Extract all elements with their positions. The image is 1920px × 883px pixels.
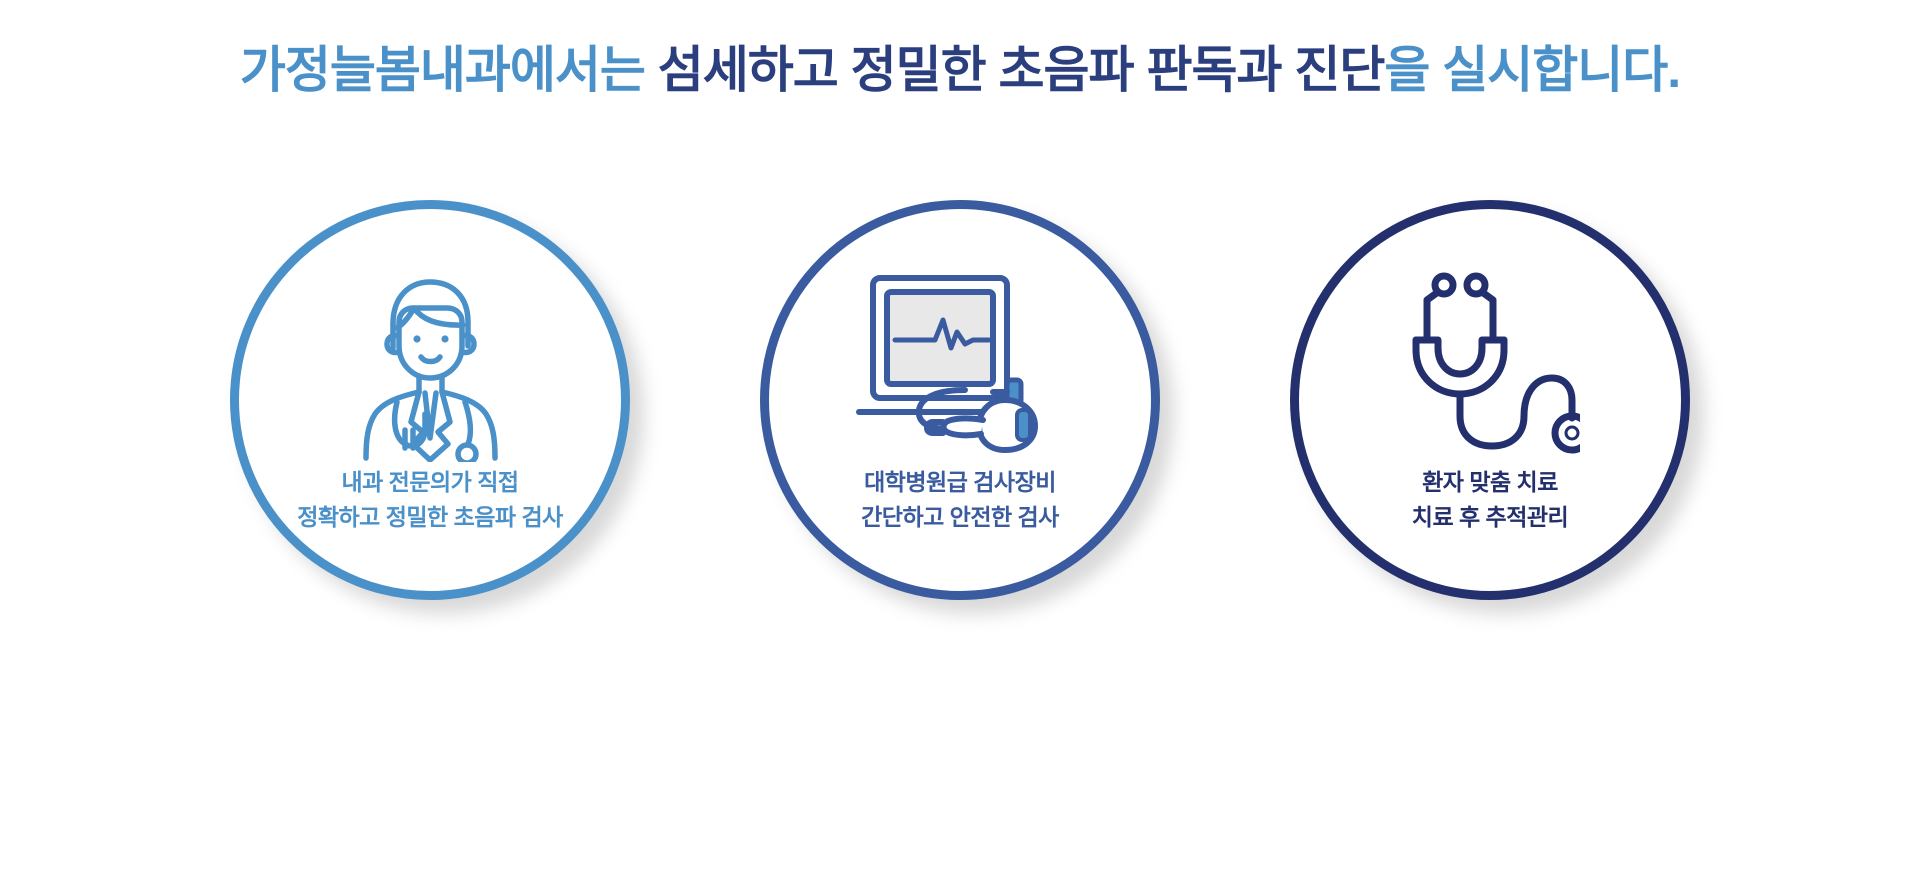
feature-card-list: 내과 전문의가 직접 정확하고 정밀한 초음파 검사 (0, 200, 1920, 620)
title-segment-suffix: 을 실시합니다. (1384, 42, 1681, 98)
caption-line-1: 환자 맞춤 치료 (1422, 469, 1558, 495)
caption-line-1: 대학병원급 검사장비 (864, 469, 1056, 495)
page-title: 가정늘봄내과에서는 섬세하고 정밀한 초음파 판독과 진단을 실시합니다. (0, 40, 1920, 100)
ultrasound-machine-icon-svg (856, 274, 1038, 453)
ultrasound-machine-icon (760, 262, 1160, 462)
feature-card-equipment[interactable]: 대학병원급 검사장비 간단하고 안전한 검사 (760, 200, 1174, 614)
title-segment-emphasis: 섬세하고 정밀한 초음파 판독과 진단 (657, 42, 1386, 98)
card-caption: 내과 전문의가 직접 정확하고 정밀한 초음파 검사 (230, 465, 630, 534)
stethoscope-icon-svg (1412, 272, 1580, 453)
caption-line-1: 내과 전문의가 직접 (341, 469, 519, 495)
card-caption: 환자 맞춤 치료 치료 후 추적관리 (1290, 465, 1690, 534)
caption-line-2: 간단하고 안전한 검사 (861, 503, 1059, 530)
card-ring (1290, 200, 1690, 600)
caption-line-2: 정확하고 정밀한 초음파 검사 (297, 503, 563, 530)
doctor-icon (230, 262, 630, 462)
feature-card-followup[interactable]: 환자 맞춤 치료 치료 후 추적관리 (1290, 200, 1704, 614)
caption-line-2: 치료 후 추적관리 (1411, 503, 1569, 530)
card-caption: 대학병원급 검사장비 간단하고 안전한 검사 (760, 465, 1160, 534)
stethoscope-icon (1290, 262, 1690, 462)
title-segment-clinic-name: 가정늘봄내과에서는 (239, 42, 658, 98)
feature-card-doctor[interactable]: 내과 전문의가 직접 정확하고 정밀한 초음파 검사 (230, 200, 644, 614)
card-ring (230, 200, 630, 600)
doctor-icon-svg (363, 279, 498, 462)
